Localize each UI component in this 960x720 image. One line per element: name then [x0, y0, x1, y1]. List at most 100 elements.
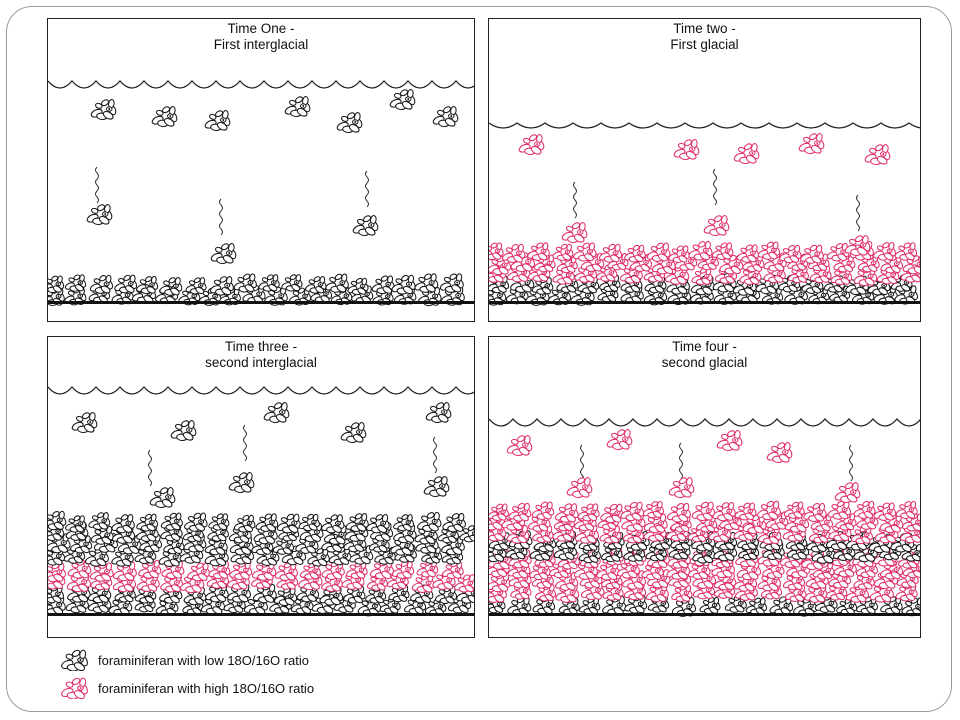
- foraminifera-shell: [810, 513, 834, 532]
- foraminifera-shell: [233, 514, 256, 533]
- foraminifera-shell: [90, 99, 117, 121]
- foraminifera-shell: [733, 143, 760, 165]
- foraminifera-shell: [703, 215, 730, 237]
- foraminifera-shell: [345, 513, 369, 532]
- foraminifera-shell: [712, 502, 736, 522]
- foraminifera-shell: [599, 525, 622, 544]
- foraminifera-shell: [620, 501, 645, 522]
- sea-surface-wave: [48, 386, 474, 395]
- foraminifera-shell: [566, 477, 593, 499]
- foraminifera-shell: [833, 558, 857, 578]
- ocean-scene: [48, 80, 474, 307]
- seafloor-line: [48, 301, 474, 304]
- foraminifera-shell: [600, 544, 623, 563]
- foraminifera-shell: [691, 501, 716, 521]
- foraminifera-shell: [779, 244, 802, 264]
- seafloor-line: [489, 613, 920, 616]
- foraminifera-shell: [606, 429, 633, 451]
- foraminifera-shell: [489, 242, 504, 261]
- sinking-trail: [365, 170, 369, 208]
- sinking-trail: [243, 424, 247, 462]
- foraminifera-shell: [573, 242, 597, 262]
- foraminifera-shell: [736, 244, 760, 263]
- foraminifera-shell: [828, 522, 852, 542]
- foraminifera-shell: [844, 235, 871, 257]
- foraminifera-shell: [61, 677, 88, 699]
- foraminifera-shell: [347, 277, 369, 296]
- foraminifera-shell: [459, 525, 474, 543]
- panel-title-line2: second glacial: [661, 355, 748, 370]
- foraminifera-shell: [716, 430, 743, 452]
- foraminifera-shell: [666, 502, 691, 523]
- sea-surface-wave: [48, 80, 474, 89]
- legend-label: foraminiferan with high 18O/16O ratio: [98, 680, 315, 696]
- ocean-scene: [48, 386, 474, 617]
- panel-title: Time One - First interglacial: [48, 21, 474, 53]
- foraminifera-shell: [86, 204, 113, 226]
- foraminifera-shell: [531, 501, 555, 520]
- foraminifera-shell: [573, 560, 598, 580]
- legend-item-low: foraminiferan with low 18O/16O ratio: [58, 649, 309, 671]
- foraminifera-shell: [825, 582, 848, 601]
- foraminifera-shell: [352, 215, 379, 237]
- foraminifera-shell: [578, 597, 601, 615]
- foraminifera-shell: [527, 242, 550, 261]
- ocean-scene: [489, 418, 920, 617]
- foraminifera-shell: [136, 513, 159, 532]
- foraminifera-shell: [850, 526, 873, 545]
- foraminifera-shell: [185, 277, 207, 295]
- foraminifera-shell: [228, 472, 255, 494]
- foraminifera-shell: [646, 242, 671, 262]
- foraminifera-shell: [114, 274, 138, 294]
- seafloor-line: [489, 301, 920, 304]
- foraminifera-shell: [719, 254, 744, 275]
- foraminifera-shell: [554, 503, 579, 523]
- foraminifera-shell: [89, 274, 114, 294]
- foraminifera-shell: [442, 512, 466, 533]
- foraminifera-shell: [857, 254, 880, 273]
- foraminifera-shell: [65, 515, 87, 533]
- foraminifera-shell: [251, 560, 277, 581]
- foraminifera-shell: [895, 500, 918, 519]
- foraminifera-shell: [184, 512, 208, 532]
- foraminifera-shell: [761, 287, 784, 305]
- foraminifera-shell: [836, 597, 858, 616]
- panel-title: Time two - First glacial: [489, 21, 920, 53]
- foraminifera-shell: [209, 276, 234, 296]
- foraminifera-shell: [432, 106, 459, 128]
- foraminifera-shell: [577, 503, 600, 522]
- foraminifera-shell: [228, 524, 252, 544]
- foraminifera-high-icon: [61, 677, 88, 699]
- foraminifera-shell: [688, 240, 713, 261]
- foraminifera-shell: [391, 560, 415, 579]
- foraminifera-shell: [757, 241, 781, 260]
- panel-time-three: Time three - second interglacial: [47, 336, 475, 638]
- foraminifera-shell: [210, 243, 237, 265]
- foraminifera-shell: [88, 512, 111, 530]
- foraminifera-shell: [160, 512, 183, 531]
- foraminifera-shell: [901, 513, 920, 532]
- foraminifera-shell: [48, 275, 65, 294]
- foraminifera-shell: [668, 477, 695, 499]
- foraminifera-shell: [901, 544, 920, 562]
- foraminifera-shell: [643, 513, 668, 534]
- panel-time-two: Time two - First glacial: [488, 18, 921, 322]
- foraminifera-shell: [284, 96, 311, 118]
- foraminifera-shell: [340, 422, 367, 444]
- sea-surface-wave: [489, 418, 920, 427]
- foraminifera-shell: [691, 267, 713, 286]
- sinking-trail: [148, 449, 152, 487]
- foraminifera-shell: [758, 525, 782, 545]
- foraminifera-shell: [699, 596, 721, 615]
- foraminifera-shell: [204, 110, 231, 132]
- foraminifera-shell: [668, 245, 690, 263]
- foraminifera-shell: [182, 525, 204, 543]
- foraminifera-shell: [766, 442, 793, 464]
- sinking-trail: [580, 444, 584, 482]
- foraminifera-shell: [734, 502, 757, 521]
- foraminifera-shell: [163, 536, 185, 555]
- sea-surface-wave: [489, 122, 920, 129]
- foraminifera-shell: [423, 476, 450, 498]
- foraminifera-shell: [366, 513, 390, 534]
- panel-title-line2: First glacial: [670, 37, 739, 52]
